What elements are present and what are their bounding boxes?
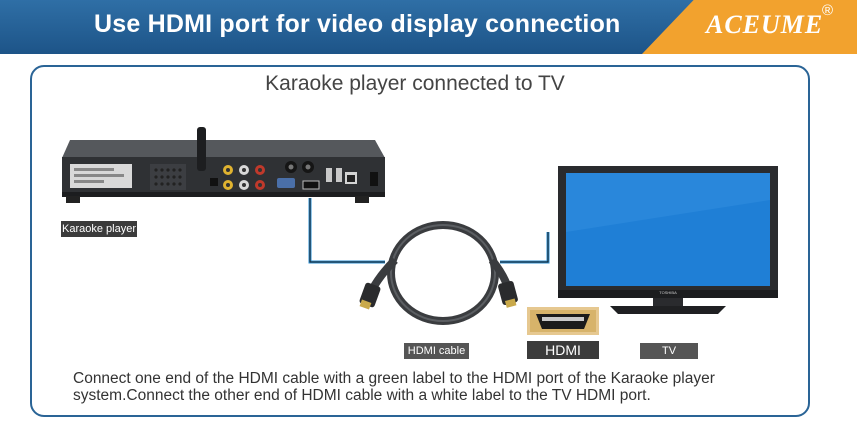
hdmi-cable-label: HDMI cable	[407, 345, 466, 357]
tv-brand-text: TOSHIBA	[659, 290, 677, 295]
diagram-title: Karaoke player connected to TV	[265, 72, 565, 95]
hdmi-port-closeup	[527, 307, 599, 335]
antenna-icon	[197, 127, 206, 171]
karaoke-player-label: Karaoke player	[62, 223, 136, 235]
tv-label-bg	[640, 343, 698, 359]
rca-ports	[223, 165, 265, 190]
brand-logo: ACEUME	[706, 10, 824, 39]
karaoke-player-label-bg	[61, 221, 137, 237]
tv-screen	[566, 173, 770, 286]
player-hdmi-port	[302, 180, 320, 190]
hdmi-cable	[359, 221, 518, 325]
tv-label: TV	[661, 345, 677, 357]
karaoke-player-device	[62, 127, 385, 203]
hdmi-label-bg	[527, 341, 599, 359]
hdmi-label: HDMI	[545, 342, 581, 358]
connection-instructions: Connect one end of the HDMI cable with a…	[73, 370, 715, 404]
vga-port	[277, 178, 295, 188]
registered-mark: ®	[822, 2, 834, 19]
television	[558, 166, 778, 314]
hdmi-cable-label-bg	[404, 343, 469, 359]
connection-lines	[308, 198, 550, 264]
page-title: Use HDMI port for video display connecti…	[94, 10, 621, 38]
